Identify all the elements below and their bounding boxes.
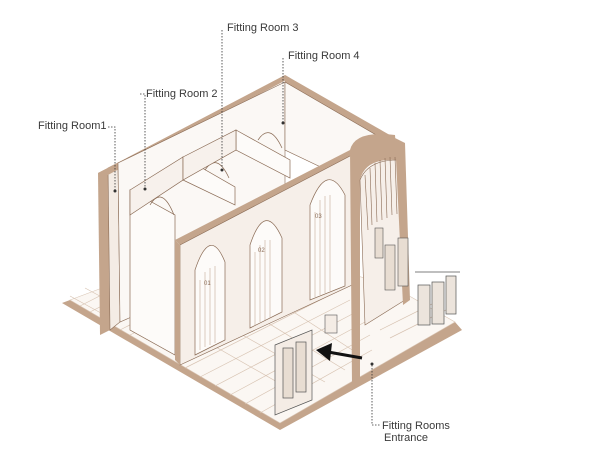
curtains [199,195,331,350]
curved-curtain [364,156,398,231]
room-numbers: 01 02 03 [204,214,322,287]
room-number-1: 01 [204,281,211,287]
label-entrance: Fitting Rooms Entrance [382,420,450,444]
label-fitting-room-4: Fitting Room 4 [288,50,360,62]
coat-rack [274,329,313,416]
floor-slab [62,300,462,430]
label-fitting-room-2: Fitting Room 2 [146,88,218,100]
label-entrance-line1: Fitting Rooms [382,420,450,432]
clothing-rack-right [415,271,460,326]
display-figures [374,227,409,291]
front-arch-wall-side [175,240,180,365]
seat [324,314,338,334]
arches [194,179,346,356]
front-arch-wall-edge [175,150,352,245]
curved-entrance-wall [350,134,397,385]
room-dividers [129,129,237,216]
right-back-beam [285,75,395,143]
room-number-3: 03 [315,214,322,220]
leader-dots [113,121,374,366]
leader-lines [108,30,380,426]
label-entrance-line2: Entrance [384,432,429,444]
room-number-2: 02 [258,248,265,254]
label-fitting-room-1: Fitting Room1 [38,120,107,132]
entrance-arrow-shaft [327,350,363,360]
entrance-arrow-head [316,343,332,361]
left-outer-wall [98,168,110,335]
label-fitting-room-3: Fitting Room 3 [227,22,299,34]
